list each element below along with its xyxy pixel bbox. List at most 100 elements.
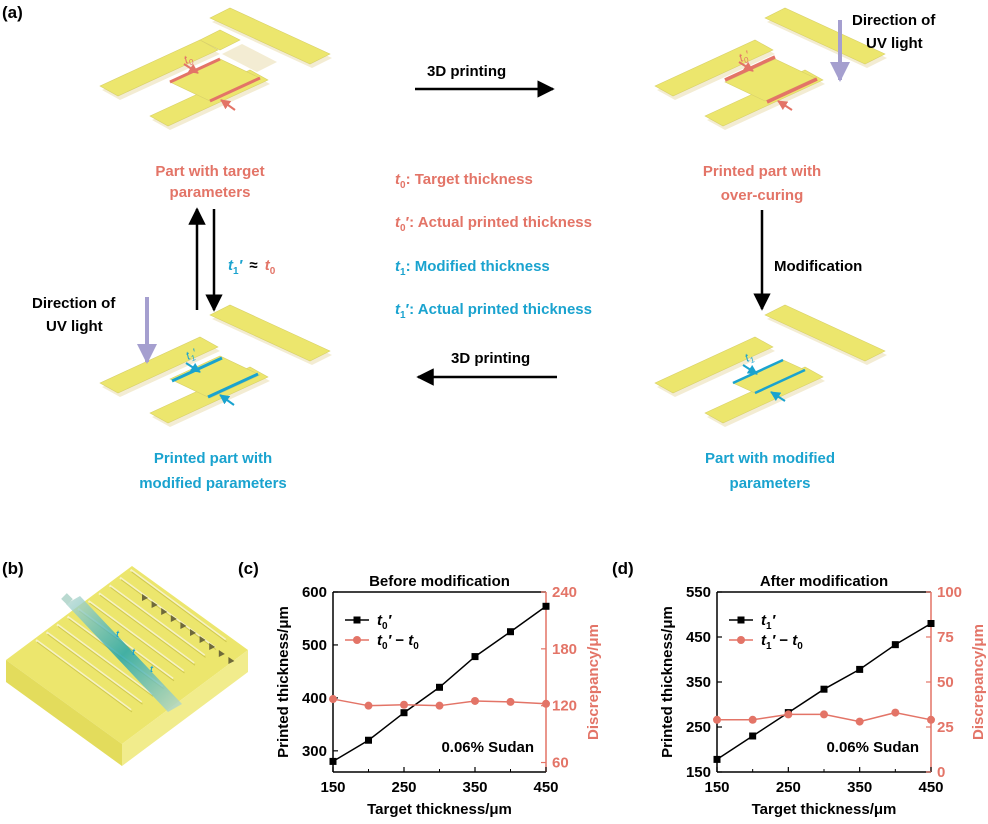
data-point-square <box>856 665 864 673</box>
data-point-square <box>713 755 721 763</box>
data-point-circle <box>784 710 793 719</box>
x-tick-label: 250 <box>391 779 416 796</box>
y2-tick-label: 180 <box>552 641 577 658</box>
h-part-modified: t1 <box>654 304 887 427</box>
data-point-square <box>542 602 550 610</box>
x-tick-label: 150 <box>320 779 345 796</box>
y2-tick-label: 240 <box>552 584 577 601</box>
h-part-overcure: t0′ <box>654 7 887 130</box>
uv-label-right-1: Direction of <box>852 12 936 29</box>
definition-0: t0: Target thickness <box>395 171 533 191</box>
y2-tick-label: 120 <box>552 698 577 715</box>
data-point-circle <box>329 695 337 704</box>
h-part-target: t0 <box>99 7 332 130</box>
arrow-modification-label: Modification <box>774 258 862 275</box>
x-axis-label: Target thickness/μm <box>752 801 897 818</box>
caption-overcure-2: over-curing <box>721 187 804 204</box>
x-tick-label: 450 <box>533 779 558 796</box>
arrow-3d-printing-top-label: 3D printing <box>427 63 506 80</box>
y2-axis-label: Discrepancy/μm <box>970 624 987 740</box>
caption-target-2: parameters <box>170 184 251 201</box>
data-point-square <box>927 620 935 627</box>
h-part-printed-modified: t1′ <box>99 304 332 427</box>
chart-annotation: 0.06% Sudan <box>441 739 534 756</box>
data-point-circle <box>506 697 515 706</box>
panel-label-b: (b) <box>2 559 24 578</box>
beam-end-top <box>61 593 73 605</box>
data-point-circle <box>435 701 444 710</box>
x-tick-label: 450 <box>918 779 943 796</box>
legend-label: t1′ <box>761 612 777 632</box>
y2-tick-label: 100 <box>937 584 962 601</box>
svg-text:t: t <box>132 647 136 657</box>
chart-title: After modification <box>760 573 888 590</box>
legend-marker <box>353 636 361 644</box>
loop-relation: t1′ ≈ t0 <box>228 257 276 277</box>
panel-label-a: (a) <box>2 3 23 22</box>
legend-marker <box>737 636 745 644</box>
y-tick-label: 250 <box>686 719 711 736</box>
data-point-circle <box>927 715 935 724</box>
y2-tick-label: 0 <box>937 764 945 781</box>
data-point-square <box>400 709 408 717</box>
y2-tick-label: 60 <box>552 755 569 772</box>
y-tick-label: 550 <box>686 584 711 601</box>
y-tick-label: 350 <box>686 674 711 691</box>
y-tick-label: 450 <box>686 629 711 646</box>
definitions-legend: t0: Target thickness t0′: Actual printed … <box>395 171 592 321</box>
data-point-circle <box>891 708 900 717</box>
caption-overcure-1: Printed part with <box>703 163 821 180</box>
definition-3: t1′: Actual printed thickness <box>395 301 592 321</box>
data-point-circle <box>713 715 721 724</box>
data-point-circle <box>748 715 757 724</box>
x-tick-label: 150 <box>704 779 729 796</box>
y-axis-label: Printed thickness/μm <box>659 606 676 758</box>
data-point-square <box>365 736 372 744</box>
data-point-circle <box>542 699 550 708</box>
chart-title: Before modification <box>369 573 510 590</box>
data-point-square <box>820 685 828 693</box>
data-point-square <box>891 641 899 649</box>
beam-overlay <box>66 596 182 712</box>
data-point-circle <box>820 710 828 719</box>
uv-label-left-1: Direction of <box>32 295 116 312</box>
x-tick-label: 350 <box>847 779 872 796</box>
x-tick-label: 250 <box>776 779 801 796</box>
y-tick-label: 150 <box>686 764 711 781</box>
legend-label: t1′ − t0 <box>761 632 803 652</box>
data-point-square <box>329 757 337 765</box>
data-point-circle <box>364 701 373 710</box>
y2-tick-label: 50 <box>937 674 954 691</box>
legend-label: t0′ <box>377 612 393 632</box>
data-point-square <box>507 628 514 636</box>
caption-target-1: Part with target <box>155 163 264 180</box>
data-point-circle <box>400 700 408 709</box>
panel-label-d: (d) <box>612 559 634 578</box>
x-tick-label: 350 <box>462 779 487 796</box>
definition-2: t1: Modified thickness <box>395 258 550 278</box>
chart-annotation: 0.06% Sudan <box>826 739 919 756</box>
y2-axis-label: Discrepancy/μm <box>585 624 602 740</box>
data-point-circle <box>855 717 864 726</box>
caption-modified-1: Part with modified <box>705 450 835 467</box>
legend-marker <box>737 616 745 624</box>
panel-label-c: (c) <box>238 559 259 578</box>
y-tick-label: 600 <box>302 584 327 601</box>
data-point-circle <box>471 696 479 705</box>
y-tick-label: 500 <box>302 637 327 654</box>
arrow-3d-printing-bottom-label: 3D printing <box>451 350 530 367</box>
caption-printed-mod-1: Printed part with <box>154 450 272 467</box>
sample-block-3d: t t t <box>6 566 248 766</box>
svg-text:t: t <box>116 629 120 639</box>
definition-1: t0′: Actual printed thickness <box>395 214 592 234</box>
y-tick-label: 400 <box>302 690 327 707</box>
uv-label-right-2: UV light <box>866 35 923 52</box>
legend-label: t0′ − t0 <box>377 632 419 652</box>
data-point-square <box>436 683 443 691</box>
legend-marker <box>353 616 361 624</box>
y-axis-label: Printed thickness/μm <box>275 606 292 758</box>
